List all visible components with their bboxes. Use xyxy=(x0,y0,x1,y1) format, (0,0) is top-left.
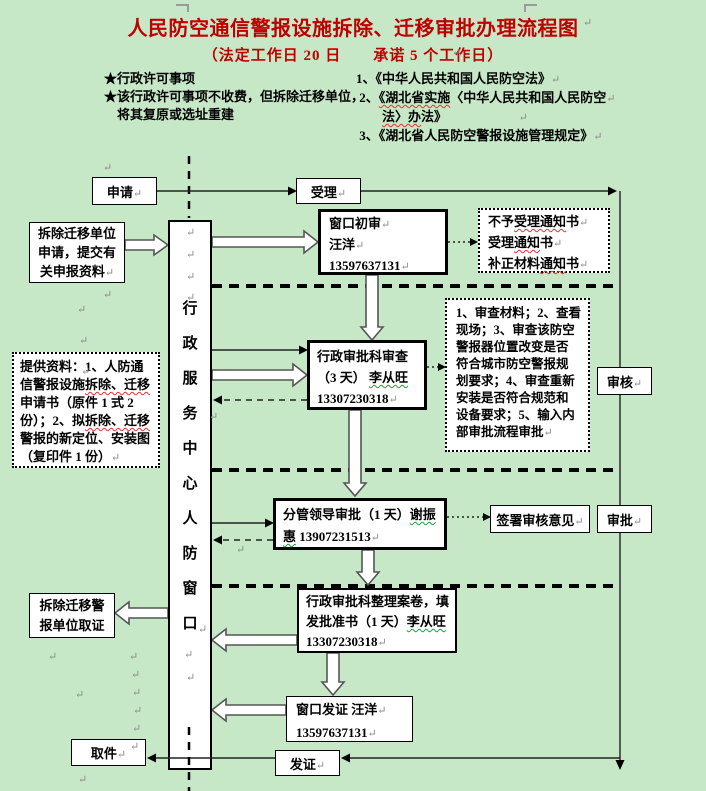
paragraph-mark-icon: ↵ xyxy=(452,47,462,59)
paragraph-mark-icon: ↵ xyxy=(81,366,91,378)
paragraph-mark-icon: ↵ xyxy=(48,651,58,663)
node-service-center-column xyxy=(168,220,212,770)
paragraph-mark-icon: ↵ xyxy=(186,227,196,239)
node-issue: 发证↵ xyxy=(275,750,340,776)
page-subtitle: （法定工作日 20 日 承诺 5 个工作日） xyxy=(202,48,504,64)
node-applicant-request: 拆除迁移单位申请，提交有关申报资料↵ xyxy=(29,222,125,283)
paragraph-mark-icon: ↵ xyxy=(186,249,196,261)
paragraph-mark-icon: ↵ xyxy=(132,723,142,735)
paragraph-mark-icon: ↵ xyxy=(186,672,196,684)
paragraph-mark-icon: ↵ xyxy=(209,411,219,423)
margin-mark-right xyxy=(524,4,537,12)
legal-references: 1、《中华人民共和国人民防空法》↵ 2、《湖北省实施〈中华人民共和国人民防空↵ … xyxy=(356,71,616,143)
paragraph-mark-icon: ↵ xyxy=(583,17,593,29)
paragraph-mark-icon: ↵ xyxy=(133,705,143,717)
paragraph-mark-icon: ↵ xyxy=(103,162,113,174)
paragraph-mark-icon: ↵ xyxy=(186,292,196,304)
paragraph-mark-icon: ↵ xyxy=(132,687,142,699)
permit-notes: ★行政许可事项★该行政许可事项不收费，但拆除迁移单位， 将其复原或选址重建 xyxy=(104,71,365,122)
paragraph-mark-icon: ↵ xyxy=(129,651,139,663)
node-sign-opinion: 签署审核意见↵ xyxy=(490,505,590,533)
paragraph-mark-icon: ↵ xyxy=(198,624,208,636)
page-title: 人民防空通信警报设施拆除、迁移审批办理流程图 xyxy=(127,18,579,40)
paragraph-mark-icon: ↵ xyxy=(75,689,85,701)
paragraph-mark-icon: ↵ xyxy=(184,649,194,661)
node-window-first-review: 窗口初审↵汪洋↵13597637131↵ xyxy=(318,209,448,275)
node-pickup: 取件↵ xyxy=(71,739,146,766)
node-approve-label: 审批↵ xyxy=(597,505,652,533)
paragraph-mark-icon: ↵ xyxy=(103,289,113,301)
node-leader-approval: 分管领导审批（1 天）谢振惠 13907231513↵ xyxy=(273,498,447,550)
node-notice-documents: 不予受理通知书↵受理通知书↵补正材料通知书↵ xyxy=(478,208,610,273)
paragraph-mark-icon: ↵ xyxy=(236,544,246,556)
paragraph-mark-icon: ↵ xyxy=(77,304,87,316)
paragraph-mark-icon: ↵ xyxy=(78,774,88,786)
margin-mark-left xyxy=(176,4,189,12)
node-review-items: 1、审查材料；2、查看现场；3、审查该防空警报器位置改变是否符合城市防空警报规划… xyxy=(445,298,590,452)
paragraph-mark-icon: ↵ xyxy=(131,669,141,681)
paragraph-mark-icon: ↵ xyxy=(79,335,89,347)
node-apply: 申请↵ xyxy=(92,177,157,205)
paragraph-mark-icon: ↵ xyxy=(130,741,140,753)
service-center-vertical-text: 行政服务中心人防窗口 xyxy=(182,301,198,632)
node-accept: 受理↵ xyxy=(296,178,361,204)
node-applicant-obtain-cert: 拆除迁移警报单位取证 xyxy=(29,593,115,638)
paragraph-mark-icon: ↵ xyxy=(186,271,196,283)
